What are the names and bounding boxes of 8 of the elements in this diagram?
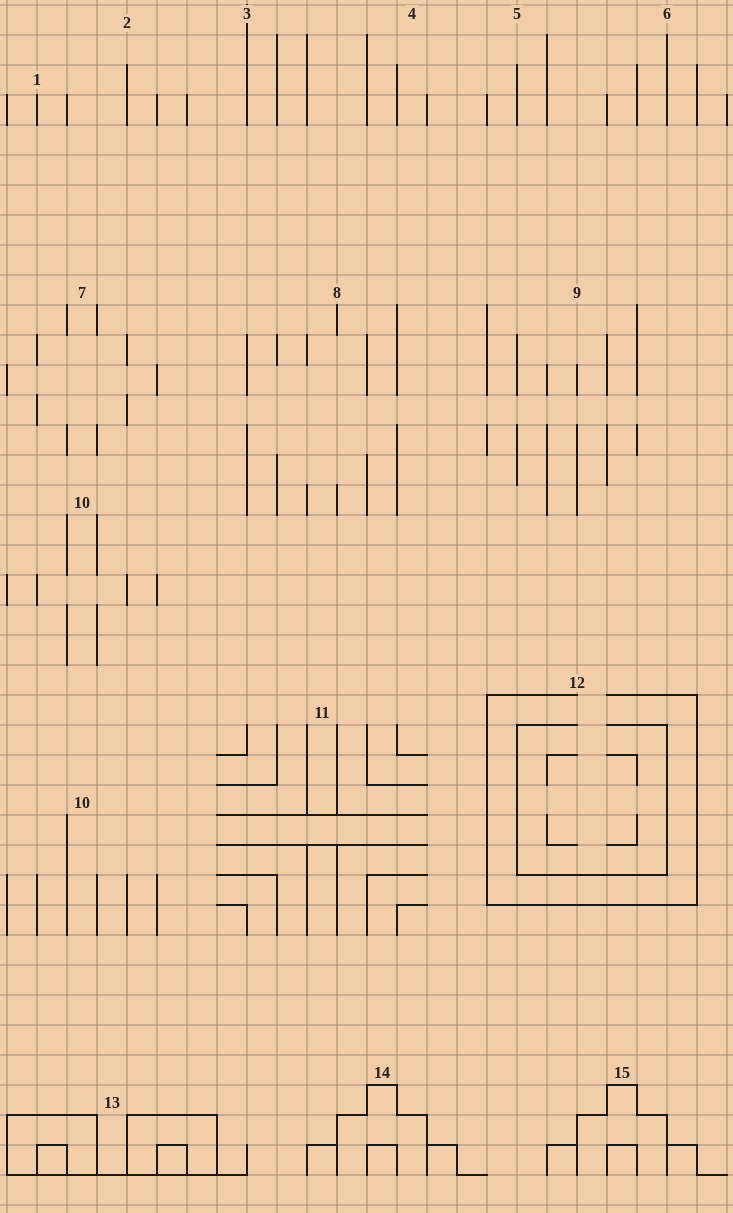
- figure-number: 9: [571, 284, 583, 302]
- figure-number: 2: [121, 14, 133, 32]
- figure-number: 3: [241, 5, 253, 23]
- figure-number: 8: [331, 284, 343, 302]
- figure-number: 1: [31, 71, 43, 89]
- figure-number: 5: [511, 5, 523, 23]
- figure-number: 12: [567, 674, 587, 692]
- figure-number: 6: [661, 5, 673, 23]
